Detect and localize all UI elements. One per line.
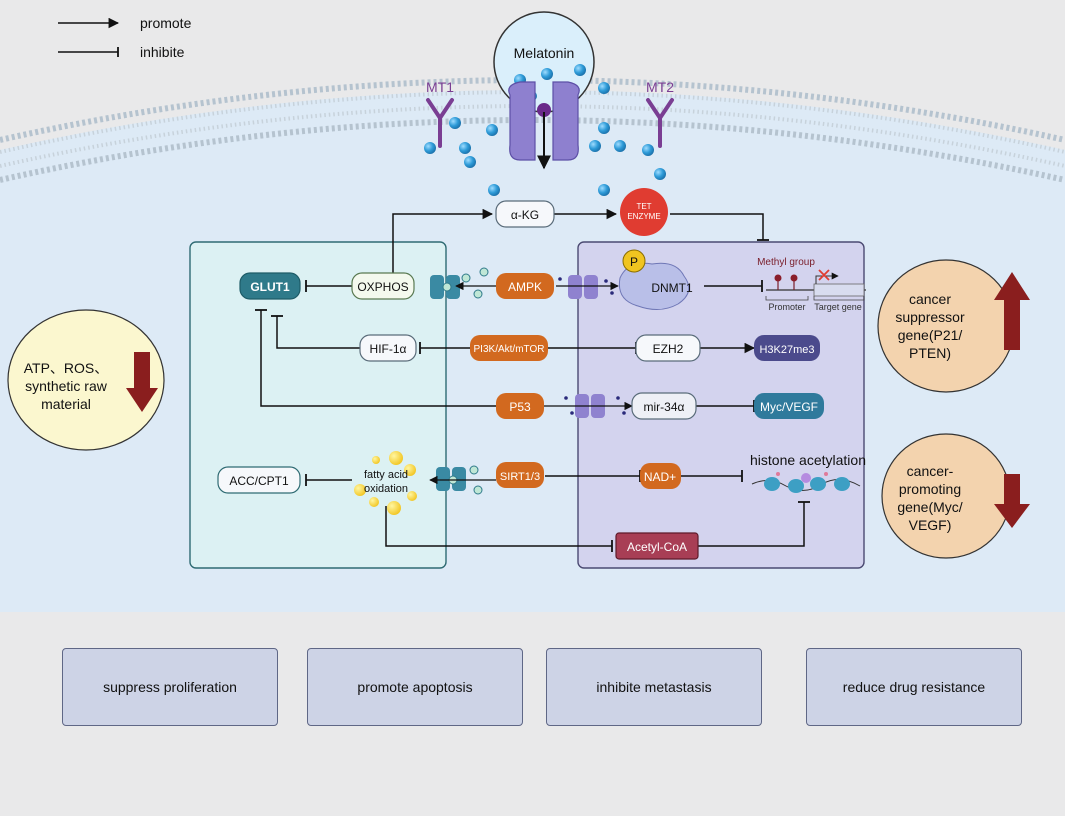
mir34-node <box>631 392 697 420</box>
methylated-gene: Methyl group Promoter Target gene <box>757 257 866 312</box>
mt1-receptor: MT1 <box>426 79 454 148</box>
outcome-promote-apoptosis: promote apoptosis <box>307 648 523 726</box>
melatonin-bubble: Melatonin <box>493 11 595 113</box>
sirt-label: SIRT1/3 <box>500 471 540 483</box>
oxphos-label: OXPHOS <box>357 280 408 294</box>
transporter-fatty <box>429 465 496 495</box>
phosphate-badge <box>622 249 646 273</box>
phosphate-label: P <box>630 255 638 269</box>
promoting-line3: gene(Myc/ <box>897 499 962 515</box>
histone-acetylation-label: histone acetylation <box>750 452 866 468</box>
fatty-acid-label-line1: fatty acid <box>364 469 408 481</box>
cancer-promoting-note: cancer- promoting gene(Myc/ VEGF) <box>881 433 1030 559</box>
tet-label-line1: TET <box>636 202 651 211</box>
ezh2-node <box>635 334 701 362</box>
outcome-inhibit-metastasis: inhibite metastasis <box>546 648 762 726</box>
glut1-node <box>239 272 301 300</box>
promoting-line4: VEGF) <box>909 517 952 533</box>
tet-label-line2: ENZYME <box>627 212 660 221</box>
legend: promote inhibite <box>58 15 192 60</box>
outcome-suppress-proliferation: suppress proliferation <box>62 648 278 726</box>
fatty-acid-droplets <box>354 451 417 515</box>
increase-arrow-icon <box>994 272 1030 350</box>
decrease-arrow-icon <box>994 474 1030 528</box>
atp-ros-note: ATP、ROS、 synthetic raw material <box>7 309 165 451</box>
dnmt1-protein: P DNMT1 <box>618 249 693 310</box>
cancer-suppressor-note: cancer suppressor gene(P21/ PTEN) <box>877 259 1030 393</box>
promoting-line1: cancer- <box>907 463 954 479</box>
akg-node <box>495 200 555 228</box>
atp-ros-line2: synthetic raw <box>25 378 108 394</box>
target-gene-label: Target gene <box>814 302 862 312</box>
methyl-group-label: Methyl group <box>757 257 815 268</box>
suppressor-line1: cancer <box>909 291 951 307</box>
acc-cpt1-node <box>217 466 301 494</box>
decrease-arrow-icon <box>126 352 158 412</box>
acc-cpt1-label: ACC/CPT1 <box>229 474 289 488</box>
tet-enzyme-node <box>620 188 668 236</box>
melatonin-label: Melatonin <box>514 45 575 61</box>
ezh2-label: EZH2 <box>653 342 684 356</box>
suppressor-line2: suppressor <box>895 309 965 325</box>
myc-vegf-node <box>754 393 824 419</box>
transporter-oxphos <box>430 267 496 299</box>
oxphos-node <box>351 272 415 300</box>
pi3k-node <box>470 335 548 361</box>
p53-node <box>496 393 544 419</box>
myc-vegf-label: Myc/VEGF <box>760 400 818 414</box>
transporter-mir <box>544 394 633 418</box>
legend-promote-label: promote <box>140 15 192 31</box>
acetyl-coa-label: Acetyl-CoA <box>627 540 687 554</box>
h3k27me3-node <box>754 335 820 361</box>
glut1-label: GLUT1 <box>250 280 290 294</box>
ampk-label: AMPK <box>508 280 542 294</box>
atp-ros-line3: material <box>41 396 91 412</box>
suppressor-line4: PTEN) <box>909 345 951 361</box>
mir34-label: mir-34α <box>644 400 685 414</box>
hif1a-label: HIF-1α <box>370 342 407 356</box>
sirt-node <box>496 462 544 488</box>
fatty-acid-label-line2: oxidation <box>364 483 408 495</box>
nad-node <box>640 463 681 489</box>
mt1-label: MT1 <box>426 79 454 95</box>
mt2-receptor: MT2 <box>646 79 674 148</box>
transporter-dnmt <box>556 275 628 299</box>
promoter-label: Promoter <box>768 302 805 312</box>
nucleosome-chain <box>751 472 861 493</box>
connectors <box>255 208 810 552</box>
akg-label: α-KG <box>511 208 539 222</box>
ampk-node <box>496 273 554 299</box>
h3k27me3-label: H3K27me3 <box>759 344 814 356</box>
melatonin-molecules <box>424 82 666 196</box>
membrane-channel <box>508 81 580 170</box>
dnmt1-label: DNMT1 <box>651 281 693 295</box>
pi3k-label: PI3K/Akt/mTOR <box>474 344 545 355</box>
acetyl-coa-node <box>615 532 699 560</box>
nad-label: NAD+ <box>644 470 676 484</box>
atp-ros-line1: ATP、ROS、 <box>24 360 109 376</box>
legend-inhibit-label: inhibite <box>140 44 185 60</box>
hif1a-node <box>359 334 417 362</box>
suppressor-line3: gene(P21/ <box>898 327 963 343</box>
outcome-reduce-drug-resistance: reduce drug resistance <box>806 648 1022 726</box>
mt2-label: MT2 <box>646 79 674 95</box>
promoting-line2: promoting <box>899 481 961 497</box>
p53-label: P53 <box>509 400 531 414</box>
